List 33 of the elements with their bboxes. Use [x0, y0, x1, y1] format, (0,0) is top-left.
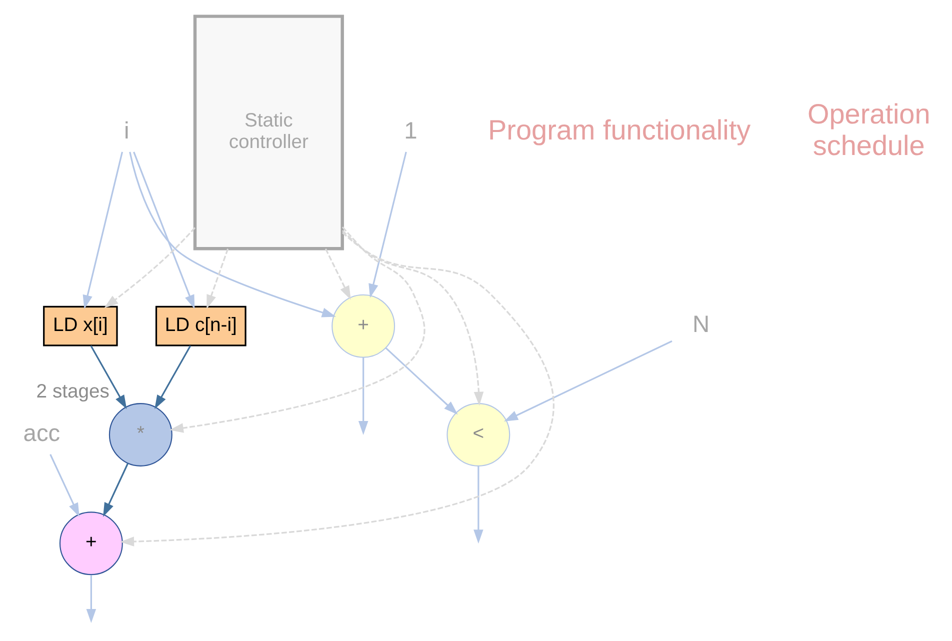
arrow: [385, 347, 458, 415]
arrow: [82, 152, 124, 310]
arrow: [129, 152, 336, 318]
node-circle: +: [59, 512, 123, 576]
node-box: LD x[i]: [43, 306, 118, 346]
node-text: N: [692, 312, 710, 338]
arrow: [358, 357, 368, 435]
arrow: [154, 345, 192, 410]
arrow: [474, 466, 484, 544]
arrow: [324, 248, 351, 300]
node-circle: +: [332, 294, 396, 358]
arrow: [90, 345, 127, 410]
arrow: [103, 462, 129, 517]
arrow: [120, 232, 554, 546]
label: Program functionality: [488, 114, 751, 146]
label: Operation schedule: [808, 98, 930, 161]
arrow: [86, 574, 96, 623]
arrow: [133, 152, 195, 309]
arrow: [504, 340, 672, 422]
arrow: [206, 248, 229, 309]
node-text: 1: [404, 118, 418, 144]
node-label: 2 stages: [36, 380, 110, 403]
arrow: [169, 226, 426, 433]
arrow: [50, 454, 80, 517]
node-box: LD c[n-i]: [155, 306, 246, 346]
node-circle: <: [446, 403, 510, 466]
node-box: Static controller: [193, 14, 344, 250]
node-circle: *: [108, 403, 172, 466]
node-text: i: [124, 118, 130, 144]
arrow: [368, 152, 407, 298]
node-text: acc: [23, 420, 60, 447]
arrow: [342, 230, 484, 406]
arrow: [104, 227, 196, 308]
